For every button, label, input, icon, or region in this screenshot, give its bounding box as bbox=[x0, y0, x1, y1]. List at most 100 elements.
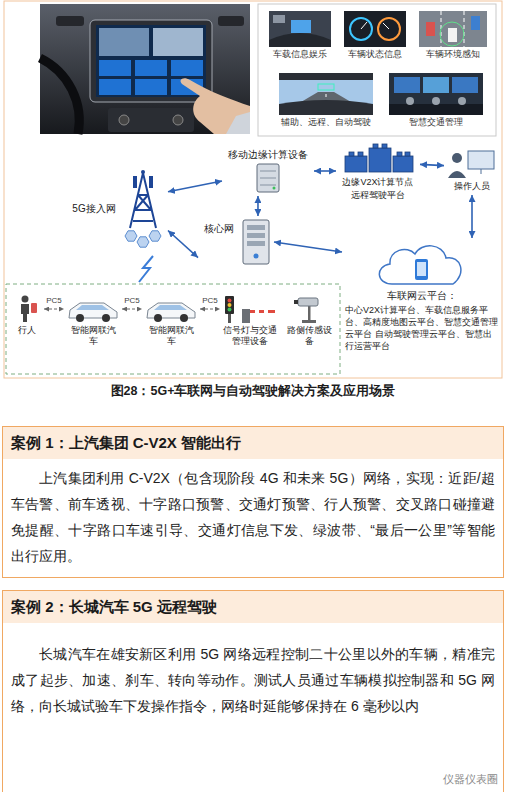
monitor-stand bbox=[481, 169, 482, 174]
icon-slot bbox=[13, 295, 41, 323]
monitor bbox=[468, 151, 494, 169]
link-arrow bbox=[200, 309, 220, 310]
knob bbox=[173, 115, 183, 125]
thumb-car bbox=[426, 22, 435, 36]
car-icon bbox=[69, 303, 117, 322]
server-slot bbox=[260, 178, 276, 179]
thumb-window bbox=[273, 15, 285, 23]
car-wheel bbox=[102, 314, 110, 322]
link-arrow bbox=[168, 181, 222, 192]
server-slot bbox=[247, 241, 265, 246]
icon-slot bbox=[67, 295, 119, 323]
server-case bbox=[243, 220, 269, 264]
icon-slot bbox=[286, 295, 332, 323]
hand bbox=[181, 78, 250, 134]
scene-thumbnail: 车载信息娱乐 bbox=[266, 8, 334, 63]
road-participant: 路侧传感设备 bbox=[283, 292, 335, 350]
screen-tile bbox=[135, 79, 167, 95]
operator: 操作人员 bbox=[444, 146, 500, 195]
core-server-icon bbox=[243, 220, 269, 264]
knob bbox=[119, 115, 129, 125]
node-label: 智能网联汽车 bbox=[145, 325, 197, 347]
scene-thumbnail: 辅助、远程、自动驾驶 bbox=[276, 70, 376, 131]
node-label: 核心网 bbox=[201, 219, 237, 235]
link-label: PC5 bbox=[45, 296, 63, 306]
block-stud bbox=[358, 152, 363, 156]
icon-slot bbox=[447, 149, 497, 179]
antenna bbox=[149, 176, 153, 188]
dashboard-photo bbox=[40, 4, 250, 134]
block bbox=[393, 156, 413, 172]
gauge bbox=[378, 18, 400, 40]
edge-node-icon bbox=[345, 144, 413, 172]
wall-screen bbox=[452, 77, 478, 93]
air-vent bbox=[56, 16, 84, 26]
tower-top bbox=[141, 170, 145, 174]
case-title: 案例 1：上汽集团 C-V2X 智能出行 bbox=[3, 427, 503, 459]
car-window bbox=[154, 305, 187, 310]
link-arrow bbox=[314, 170, 336, 172]
case-title: 案例 2：长城汽车 5G 远程驾驶 bbox=[3, 591, 503, 623]
icon-slot bbox=[121, 169, 165, 249]
road-participant: 智能网联汽车 bbox=[64, 292, 122, 350]
car-wheel bbox=[154, 314, 162, 322]
block-stud bbox=[382, 144, 387, 148]
server-slot bbox=[260, 171, 276, 172]
gate-stripe bbox=[255, 310, 259, 313]
block-stud bbox=[373, 144, 378, 148]
node-label: 移动边缘计算设备 bbox=[225, 149, 311, 161]
camera-icon bbox=[294, 298, 318, 323]
thumb-perception bbox=[419, 11, 487, 47]
link-arrow bbox=[168, 231, 198, 258]
icon-slot bbox=[269, 11, 331, 47]
light-red bbox=[228, 299, 232, 303]
operator-icon bbox=[448, 151, 494, 178]
node-label: 边缘V2X计算节点 bbox=[339, 177, 417, 188]
icon-slot bbox=[225, 163, 311, 193]
screen-tile bbox=[99, 60, 131, 76]
thumb-roof bbox=[279, 73, 373, 80]
signal-gate-icon bbox=[225, 296, 275, 323]
light-green bbox=[228, 308, 232, 312]
light-pole bbox=[228, 314, 231, 323]
thumbnail-panel bbox=[258, 4, 496, 136]
node-label: 操作人员 bbox=[447, 181, 497, 192]
thumb-car bbox=[471, 16, 480, 30]
needle bbox=[383, 23, 389, 29]
link-arrow bbox=[274, 242, 342, 252]
gate-stripe bbox=[264, 310, 268, 313]
gauge bbox=[350, 18, 372, 40]
server-case bbox=[257, 164, 279, 192]
thumb-infotainment bbox=[269, 11, 331, 47]
phone-screen bbox=[417, 262, 426, 276]
operator-head bbox=[458, 97, 466, 105]
thumb-car bbox=[448, 28, 457, 42]
car-window bbox=[76, 305, 109, 310]
operator-head bbox=[406, 97, 414, 105]
node-label: 车联网云平台： bbox=[345, 289, 499, 302]
link-label: PC5 bbox=[123, 296, 141, 306]
thumb-road bbox=[279, 92, 373, 115]
icon-slot bbox=[279, 73, 373, 115]
antenna bbox=[133, 176, 137, 188]
lane-line bbox=[464, 11, 465, 47]
node-label: 智能网联汽车 bbox=[67, 325, 119, 347]
edge-v2x-node: 边缘V2X计算节点远程驾驶平台 bbox=[336, 138, 420, 204]
node-label: 行人 bbox=[13, 325, 41, 336]
server-slot bbox=[247, 233, 265, 238]
icon-slot bbox=[345, 241, 499, 287]
operator-head bbox=[432, 97, 440, 105]
connectors bbox=[44, 164, 472, 309]
thumb-ground bbox=[344, 11, 406, 47]
air-vent bbox=[218, 16, 244, 26]
core-network: 核心网 bbox=[198, 216, 274, 268]
icon-slot bbox=[389, 73, 483, 115]
car-body bbox=[69, 303, 117, 318]
watermark: 仪器仪表圈 bbox=[443, 773, 498, 786]
block-stud bbox=[397, 152, 402, 156]
node-label: 5G接入网 bbox=[69, 203, 119, 215]
console bbox=[108, 108, 194, 132]
base-station: 5G接入网 bbox=[66, 166, 168, 252]
